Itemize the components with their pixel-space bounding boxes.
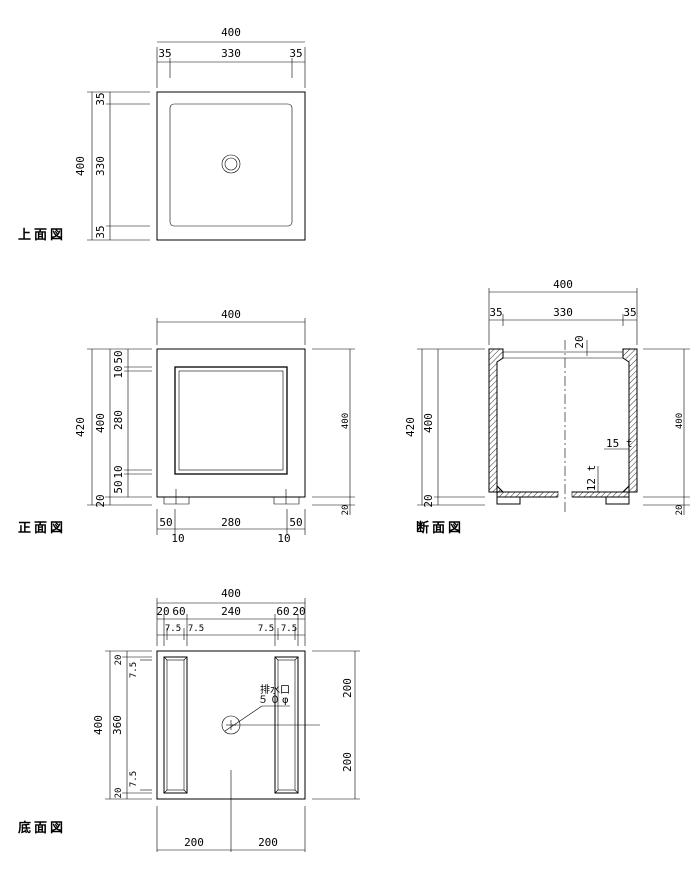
top-dim-v-top: 35: [94, 92, 107, 105]
section-view-label: 断面図: [416, 520, 464, 536]
bottom-dim-width: 400: [221, 587, 241, 600]
front-dim-b-280: 280: [221, 516, 241, 529]
top-dim-height: 400: [74, 156, 87, 176]
bottom-dim-b-200a: 200: [184, 836, 204, 849]
front-dim-v-10b: 10: [112, 465, 125, 478]
bottom-dim-height: 400: [92, 715, 105, 735]
section-dim-right: 35: [623, 306, 636, 319]
front-dim-v-10a: 10: [112, 365, 125, 378]
section-view: 400 35 330 35 20 15 t 12 t 420 400 20 40…: [404, 278, 690, 536]
bottom-dim-r-200b: 200: [341, 752, 354, 772]
front-dim-v-50a: 50: [112, 350, 125, 363]
section-dim-wall: 15 t: [606, 437, 633, 450]
bottom-dim-v-75a: 7.5: [129, 662, 139, 678]
bottom-dim-60b: 60: [276, 605, 289, 618]
top-view-label: 上面図: [18, 228, 66, 243]
bottom-dim-v-20a: 20: [114, 655, 124, 666]
section-dim-floor: 12 t: [585, 465, 598, 492]
top-dim-v-bot: 35: [94, 225, 107, 238]
front-dim-h-total: 420: [74, 417, 87, 437]
front-dim-b-50b: 50: [289, 516, 302, 529]
front-dim-h-body: 400: [94, 413, 107, 433]
section-dim-r-400: 400: [675, 413, 685, 429]
bottom-dim-240: 240: [221, 605, 241, 618]
top-dim-width: 400: [221, 26, 241, 39]
bottom-dim-60a: 60: [172, 605, 185, 618]
bottom-dim-75d: 7.5: [281, 624, 297, 634]
front-dim-width: 400: [221, 308, 241, 321]
front-dim-r-20: 20: [341, 505, 351, 516]
bottom-dim-75a: 7.5: [165, 624, 181, 634]
drain-size: ５０φ: [258, 695, 291, 706]
bottom-dim-75c: 7.5: [258, 624, 274, 634]
front-view-label: 正面図: [18, 521, 66, 536]
bottom-dim-v-360: 360: [111, 715, 124, 735]
section-dim-h-base: 20: [422, 494, 435, 507]
section-dim-h-body: 400: [422, 413, 435, 433]
front-dim-b-10b: 10: [277, 532, 290, 545]
top-dim-left: 35: [158, 47, 171, 60]
section-dim-r-20: 20: [675, 505, 685, 516]
bottom-dim-20a: 20: [156, 605, 169, 618]
section-dim-left: 35: [489, 306, 502, 319]
drain-label: 排水口: [260, 683, 290, 696]
front-dim-b-10a: 10: [171, 532, 184, 545]
top-dim-right: 35: [289, 47, 302, 60]
front-dim-h-base: 20: [94, 494, 107, 507]
top-dim-mid: 330: [221, 47, 241, 60]
bottom-dim-20b: 20: [292, 605, 305, 618]
front-dim-r-400: 400: [341, 413, 351, 429]
bottom-dim-v-75b: 7.5: [129, 771, 139, 787]
bottom-dim-b-200b: 200: [258, 836, 278, 849]
front-view: 400 420 400 20 50 10 280 10 50 400 20 50: [18, 308, 355, 545]
section-dim-width: 400: [553, 278, 573, 291]
top-dim-v-mid: 330: [94, 156, 107, 176]
bottom-dim-v-20b: 20: [114, 788, 124, 799]
top-view: 400 35 330 35 400 35 330 35 上面図: [18, 26, 306, 243]
bottom-dim-75b: 7.5: [188, 624, 204, 634]
bottom-dim-r-200a: 200: [341, 678, 354, 698]
bottom-view-label: 底面図: [18, 820, 66, 836]
bottom-view: 排水口 ５０φ 400 20 60 240 60 20 7.5 7.5 7.5 …: [18, 587, 360, 852]
front-dim-b-50a: 50: [159, 516, 172, 529]
front-dim-v-280: 280: [112, 410, 125, 430]
front-dim-v-50b: 50: [112, 480, 125, 493]
section-dim-rim: 20: [573, 335, 586, 348]
section-dim-h-total: 420: [404, 417, 417, 437]
section-dim-mid: 330: [553, 306, 573, 319]
